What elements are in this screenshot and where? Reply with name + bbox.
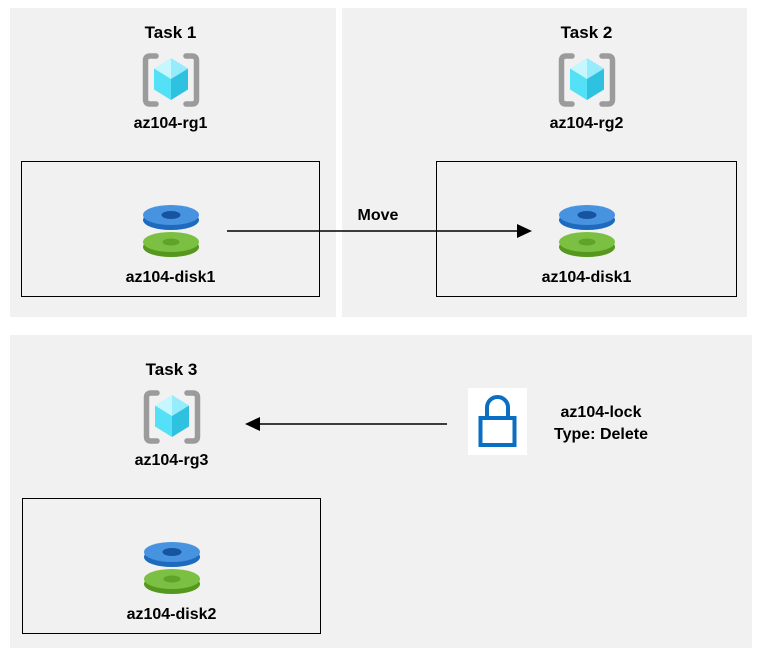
disk-icon (558, 205, 615, 257)
task3-disk-box: az104-disk2 (22, 498, 321, 634)
resource-group-label: az104-rg3 (134, 452, 209, 469)
task3-content: Task 3 az104-rg3 az104-disk (22, 345, 321, 634)
task1-disk-box: az104-disk1 (21, 161, 320, 297)
disk-icon (142, 205, 199, 257)
lock-name: az104-lock (560, 404, 642, 421)
resource-group-icon (558, 53, 615, 107)
disk-icon (143, 542, 200, 594)
task1-panel: Task 1 az104-rg1 az104-disk (10, 8, 336, 317)
task2-title: Task 2 (560, 23, 613, 42)
task1-title: Task 1 (144, 23, 197, 42)
resource-group-label: az104-rg1 (133, 115, 208, 132)
disk-label: az104-disk1 (541, 269, 632, 286)
resource-group-icon (142, 53, 199, 107)
task2-content: Task 2 az104-rg2 az104-disk (436, 8, 737, 297)
task2-disk-box: az104-disk1 (436, 161, 737, 297)
task2-panel: Task 2 az104-rg2 az104-disk (342, 8, 747, 317)
task1-content: Task 1 az104-rg1 az104-disk (21, 8, 320, 297)
resource-group-label: az104-rg2 (549, 115, 624, 132)
lock-type: Type: Delete (554, 426, 648, 443)
task3-title: Task 3 (145, 360, 198, 379)
disk-label: az104-disk2 (126, 606, 217, 623)
lock-icon (468, 388, 527, 455)
resource-group-icon (143, 390, 200, 444)
disk-label: az104-disk1 (125, 269, 216, 286)
task3-panel: Task 3 az104-rg3 az104-disk (10, 335, 752, 648)
lock-annotation: az104-lock Type: Delete (536, 402, 666, 446)
move-arrow-label: Move (357, 207, 399, 224)
